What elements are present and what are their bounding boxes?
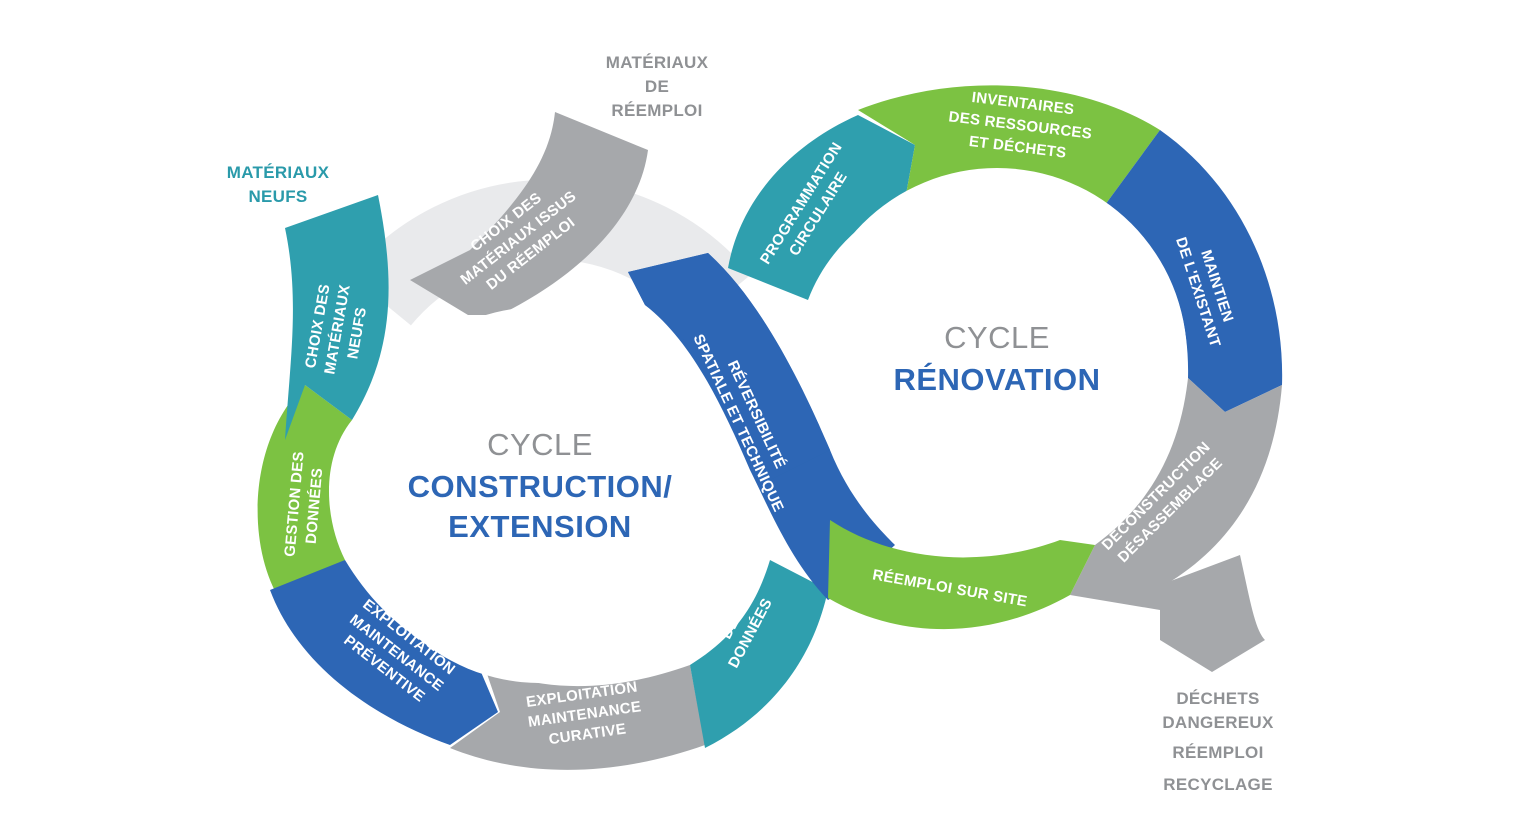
segment-exploitation-preventive [270,560,498,745]
left-cycle-subtitle-2: EXTENSION [448,509,632,544]
svg-text:RÉEMPLOI: RÉEMPLOI [611,101,702,120]
segment-reversibilite-overlay [628,253,830,480]
right-cycle-hub [807,168,1187,548]
segment-choix-neufs [285,195,389,440]
left-cycle-hub [352,307,728,683]
svg-text:DANGEREUX: DANGEREUX [1162,713,1274,732]
dechets-arrow [1160,555,1265,672]
segment-programmation [728,115,915,300]
label-dechets: DÉCHETS DANGEREUX RÉEMPLOI RECYCLAGE [1162,689,1274,794]
svg-text:RECYCLAGE: RECYCLAGE [1163,775,1272,794]
svg-text:MATÉRIAUX: MATÉRIAUX [606,53,709,72]
left-cycle-title: CYCLE [487,427,593,462]
segment-choix-reemploi [410,112,648,315]
svg-text:DE: DE [645,77,669,96]
svg-text:DÉCHETS: DÉCHETS [1176,689,1259,708]
svg-text:DONNÉES: DONNÉES [303,467,327,544]
svg-text:MATÉRIAUX: MATÉRIAUX [227,163,330,182]
segment-exploitation-curative [450,665,705,770]
svg-text:RÉEMPLOI: RÉEMPLOI [1172,743,1263,762]
segment-maintien [1105,130,1283,412]
right-cycle-subtitle: RÉNOVATION [893,362,1100,397]
label-materiaux-reemploi: MATÉRIAUX DE RÉEMPLOI [606,53,709,120]
segment-gestion-donnees [257,385,352,600]
svg-text:NEUFS: NEUFS [248,187,307,206]
segment-mise-a-jour [690,560,828,748]
segment-reemploi-site [828,520,1095,630]
right-cycle-title: CYCLE [944,320,1050,355]
segment-deconstruction [1070,378,1282,610]
segment-inventaires [858,85,1160,205]
label-materiaux-neufs: MATÉRIAUX NEUFS [227,163,330,206]
left-cycle-subtitle-1: CONSTRUCTION/ [408,469,673,504]
